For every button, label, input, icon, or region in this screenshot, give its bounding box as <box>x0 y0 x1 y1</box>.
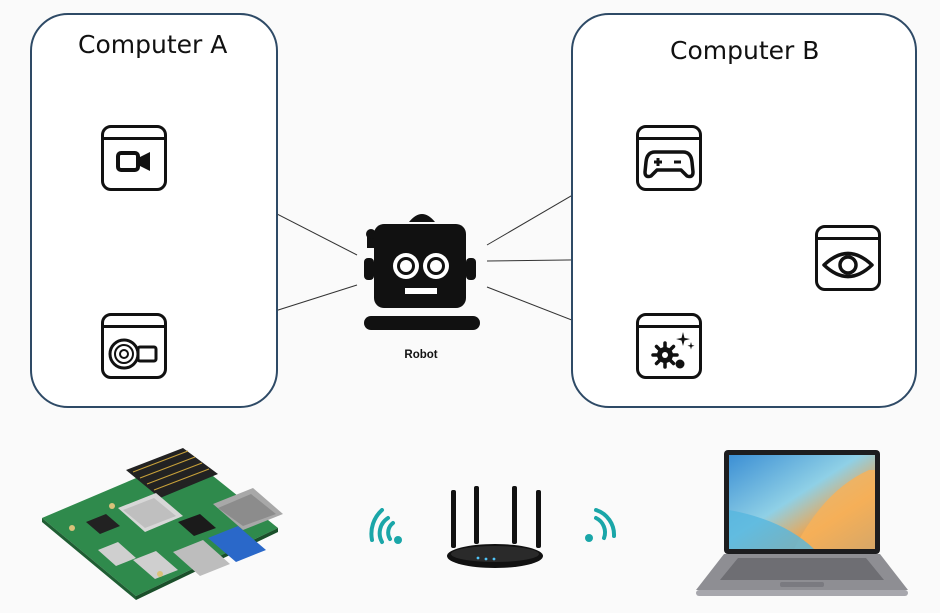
computer-b-panel <box>571 13 917 408</box>
robot-label: Robot <box>404 349 438 361</box>
gamepad-icon <box>636 125 702 191</box>
laptop <box>696 450 908 596</box>
robot-icon <box>364 214 480 330</box>
wifi-signal-right-icon <box>585 508 617 542</box>
motor-icon <box>101 313 167 379</box>
wifi-router <box>447 486 543 568</box>
computer-a-title: Computer A <box>78 30 228 59</box>
eye-icon <box>815 225 881 291</box>
video-camera-icon <box>101 125 167 191</box>
wifi-signal-left-icon <box>369 508 402 544</box>
gear-sparkle-icon <box>636 313 702 379</box>
computer-b-title: Computer B <box>670 36 820 65</box>
raspberry-pi-board <box>42 448 283 600</box>
